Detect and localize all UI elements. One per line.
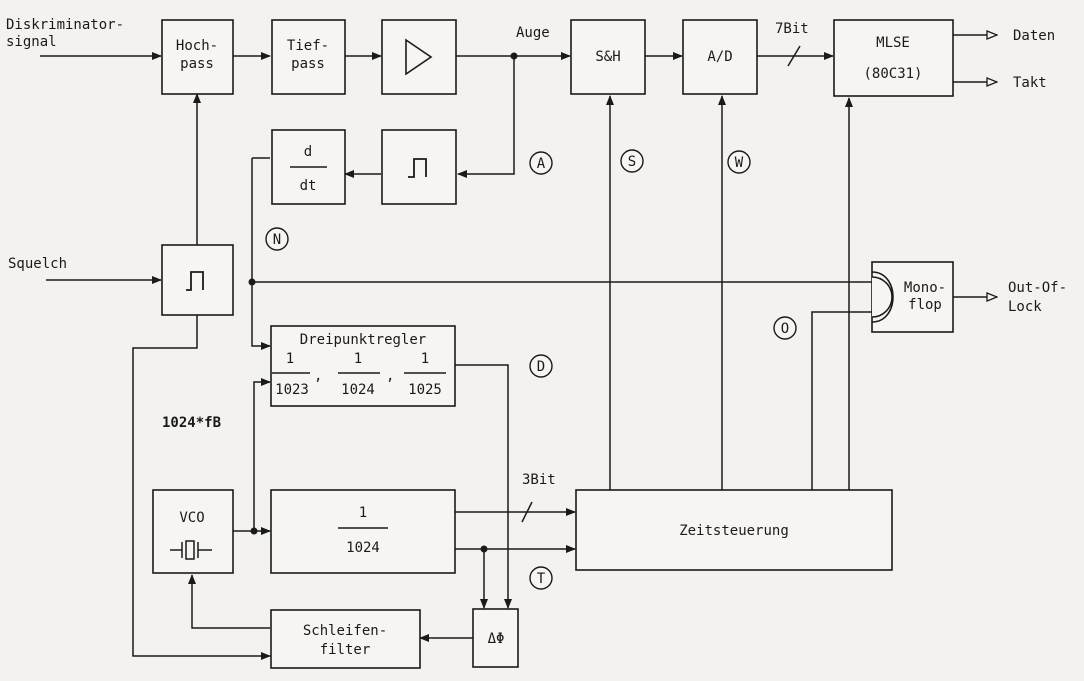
discriminator-label-1: Diskriminator- (6, 17, 124, 33)
sample-hold-label: S&H (595, 49, 620, 65)
differentiator-numerator: d (304, 144, 312, 160)
sample-hold-block: S&H (570, 19, 646, 95)
highpass-block: Hoch- pass (161, 19, 234, 95)
svg-text:,: , (386, 368, 394, 384)
timing-control-label: Zeitsteuerung (679, 523, 789, 539)
three-point-num-2: 1 (354, 351, 362, 367)
monoflop-block: Mono- flop (871, 261, 954, 333)
marker-d: D (529, 354, 553, 378)
three-point-num-3: 1 (421, 351, 429, 367)
amplifier-triangle-icon (405, 38, 433, 76)
svg-text:A: A (537, 156, 546, 172)
adc-block: A/D (682, 19, 758, 95)
mlse-label-2: (80C31) (863, 66, 922, 82)
7bit-label: 7Bit (775, 21, 809, 37)
squelch-label: Squelch (8, 256, 67, 272)
phase-detector-block: ΔΦ (472, 608, 519, 668)
auge-label: Auge (516, 25, 550, 41)
divider-numerator: 1 (359, 505, 367, 521)
svg-text:,: , (314, 368, 322, 384)
three-point-den-3: 1025 (408, 382, 442, 398)
schmitt-trigger-icon (408, 158, 427, 178)
phase-detector-label: ΔΦ (488, 631, 505, 647)
marker-o: O (773, 316, 797, 340)
signal-lines (40, 35, 997, 660)
timing-control-block: Zeitsteuerung (575, 489, 893, 571)
divider-denominator: 1024 (346, 540, 380, 556)
loop-filter-label-1: Schleifen- (303, 623, 387, 639)
out-of-lock-label-1: Out-Of- (1008, 280, 1067, 296)
svg-text:N: N (273, 232, 281, 248)
takt-label: Takt (1013, 75, 1047, 91)
differentiator-denominator: dt (300, 178, 317, 194)
discriminator-label-2: signal (6, 34, 57, 50)
lowpass-label-2: pass (291, 56, 325, 72)
highpass-label-2: pass (180, 56, 214, 72)
three-point-den-2: 1024 (341, 382, 375, 398)
svg-text:S: S (628, 154, 636, 170)
crystal-icon (170, 540, 212, 560)
svg-text:O: O (781, 321, 789, 337)
three-point-num-1: 1 (286, 351, 294, 367)
marker-a: A (529, 151, 553, 175)
daten-label: Daten (1013, 28, 1055, 44)
marker-s: S (620, 149, 644, 173)
squelch-comparator-block (161, 244, 234, 316)
3bit-label: 3Bit (522, 472, 556, 488)
comparator-block (381, 129, 457, 205)
loop-filter-label-2: filter (320, 642, 371, 658)
loop-filter-block: Schleifen- filter (270, 609, 421, 669)
lowpass-block: Tief- pass (271, 19, 346, 95)
monoflop-label-2: flop (908, 297, 942, 313)
frequency-label: 1024*fB (162, 415, 221, 431)
vco-block: VCO (152, 489, 234, 574)
monoflop-label-1: Mono- (904, 280, 946, 296)
svg-text:W: W (735, 155, 744, 171)
out-of-lock-label-2: Lock (1008, 299, 1042, 315)
three-point-title: Dreipunktregler (300, 332, 426, 348)
marker-n: N (265, 227, 289, 251)
lowpass-label-1: Tief- (287, 38, 329, 54)
amplifier-block (381, 19, 457, 95)
adc-label: A/D (707, 49, 732, 65)
mlse-block: MLSE (80C31) (833, 19, 954, 97)
marker-w: W (727, 150, 751, 174)
marker-t: T (529, 566, 553, 590)
divider-block: 1 1024 (270, 489, 456, 574)
three-point-controller-block: Dreipunktregler 1 1023 , 1 1024 , 1 1025 (270, 325, 456, 407)
schmitt-trigger-icon (186, 271, 204, 291)
mlse-label-1: MLSE (876, 35, 910, 51)
svg-text:T: T (537, 571, 546, 587)
vco-label: VCO (179, 510, 204, 526)
highpass-label-1: Hoch- (176, 38, 218, 54)
junction-dots (248, 52, 518, 553)
svg-text:D: D (537, 359, 545, 375)
differentiator-block: d dt (271, 129, 346, 205)
three-point-den-1: 1023 (275, 382, 309, 398)
